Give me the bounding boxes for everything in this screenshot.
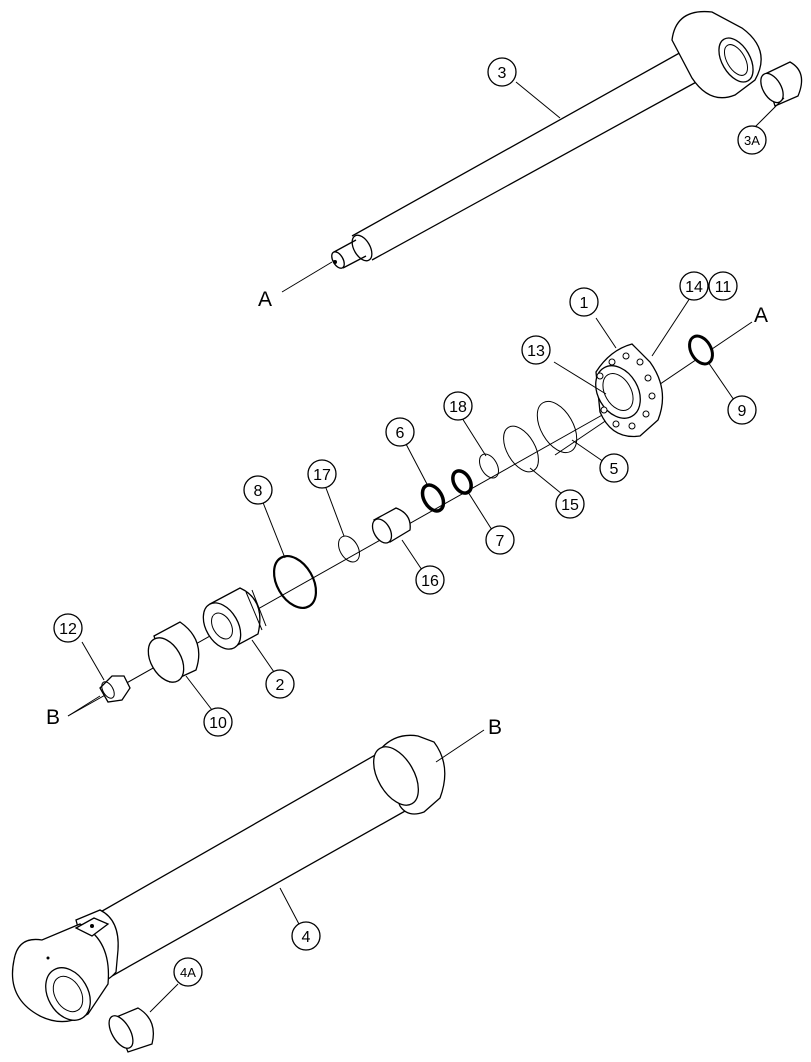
backup-ring-part-5 — [536, 400, 605, 463]
ring-part-17 — [325, 487, 360, 563]
callout-4a: 4A — [173, 957, 203, 987]
svg-text:4A: 4A — [180, 965, 196, 980]
svg-text:8: 8 — [254, 483, 263, 500]
callout-18: 18 — [443, 391, 473, 421]
seal-part-6 — [405, 443, 446, 513]
callout-14: 14 — [679, 271, 709, 301]
callout-6: 6 — [385, 417, 415, 447]
svg-text:13: 13 — [527, 343, 545, 360]
svg-text:18: 18 — [449, 399, 467, 416]
svg-text:6: 6 — [396, 425, 405, 442]
callout-11: 11 — [708, 271, 738, 301]
svg-text:11: 11 — [715, 279, 732, 296]
svg-text:16: 16 — [421, 573, 439, 590]
axis-line-a-left — [281, 261, 333, 293]
seal-part-8 — [261, 499, 318, 609]
svg-text:12: 12 — [59, 621, 77, 638]
callout-16: 16 — [415, 565, 445, 595]
callout-5: 5 — [599, 453, 629, 483]
nut-part-12 — [81, 641, 131, 703]
svg-text:9: 9 — [738, 403, 747, 420]
svg-text:1: 1 — [580, 295, 589, 312]
callout-8: 8 — [243, 475, 273, 505]
bushing-part-3a — [753, 61, 803, 129]
axis-label-b-left: B — [46, 706, 60, 729]
callout-12: 12 — [53, 613, 83, 643]
callout-10: 10 — [203, 707, 233, 737]
svg-text:14: 14 — [685, 279, 703, 296]
svg-text:4: 4 — [302, 929, 311, 946]
axis-line-b-left — [67, 695, 101, 717]
wiper-part-9 — [688, 334, 735, 401]
svg-text:17: 17 — [313, 467, 331, 484]
svg-text:3A: 3A — [744, 133, 760, 148]
bushing-part-4a — [108, 983, 179, 1053]
callout-7: 7 — [485, 525, 515, 555]
callout-9: 9 — [727, 395, 757, 425]
callout-3a: 3A — [737, 125, 767, 155]
callout-13: 13 — [521, 335, 551, 365]
seal-part-7 — [451, 469, 493, 531]
svg-text:3: 3 — [498, 65, 507, 82]
axis-label-a-right: A — [754, 304, 768, 327]
cylinder-barrel-part-4 — [11, 734, 446, 1023]
axis-label-b-right: B — [488, 716, 502, 739]
axis-line-b-right — [435, 729, 485, 763]
svg-text:10: 10 — [209, 715, 227, 732]
spacer-part-16 — [371, 507, 423, 571]
piston-rod-part-3 — [331, 10, 762, 269]
axis-label-a-left: A — [258, 288, 272, 311]
gland-part-1 — [553, 297, 691, 438]
callout-1: 1 — [569, 287, 599, 317]
piston-part-2 — [202, 587, 275, 673]
ring-part-18 — [461, 417, 499, 479]
svg-text:5: 5 — [610, 461, 619, 478]
callout-4: 4 — [291, 921, 321, 951]
callout-3: 3 — [487, 57, 517, 87]
svg-text:2: 2 — [276, 677, 285, 694]
callout-17: 17 — [307, 459, 337, 489]
callout-2: 2 — [265, 669, 295, 699]
callout-15: 15 — [555, 489, 585, 519]
svg-text:15: 15 — [561, 497, 579, 514]
svg-text:7: 7 — [496, 533, 505, 550]
o-ring-part-15 — [503, 425, 563, 495]
wear-ring-part-10 — [147, 621, 213, 711]
